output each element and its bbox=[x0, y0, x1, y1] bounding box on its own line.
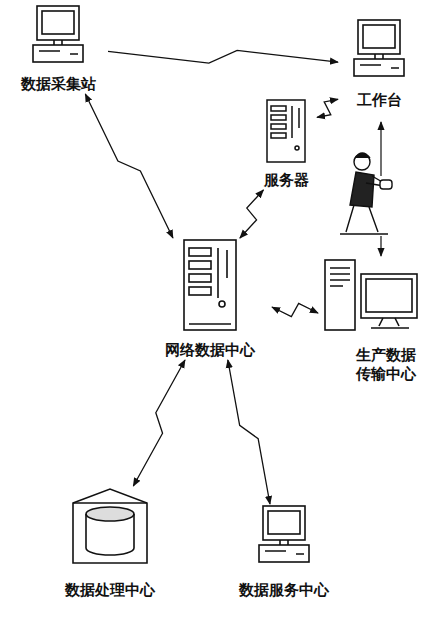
network-data-center: 网络数据中心 bbox=[148, 238, 272, 360]
node-label: 数据采集站 bbox=[8, 75, 108, 94]
node-label: 工作台 bbox=[338, 91, 420, 110]
operator-figure bbox=[340, 153, 392, 234]
leader-arrow bbox=[380, 122, 381, 176]
data-station: 数据采集站 bbox=[8, 4, 108, 94]
workstation: 工作台 bbox=[338, 18, 420, 110]
device-icon bbox=[30, 4, 86, 66]
node-label: 网络数据中心 bbox=[148, 341, 272, 360]
network-link bbox=[85, 94, 173, 238]
device-icon bbox=[181, 238, 239, 336]
node-label: 生产数据 传输中心 bbox=[348, 346, 424, 384]
network-link bbox=[228, 360, 270, 504]
device-icon bbox=[264, 98, 308, 166]
processing-center: 数据处理中心 bbox=[42, 486, 178, 600]
production-transfer-center: 生产数据 传输中心 bbox=[318, 256, 426, 384]
network-link bbox=[133, 360, 185, 486]
node-label: 服务器 bbox=[255, 171, 317, 190]
network-link bbox=[240, 190, 264, 238]
device-icon bbox=[321, 256, 423, 334]
device-icon bbox=[351, 18, 407, 80]
device-icon bbox=[70, 486, 150, 566]
service-center: 数据服务中心 bbox=[222, 504, 346, 600]
node-label: 数据处理中心 bbox=[42, 581, 178, 600]
network-link bbox=[108, 50, 338, 63]
node-label: 数据服务中心 bbox=[222, 581, 346, 600]
network-link bbox=[317, 99, 338, 117]
network-link bbox=[272, 303, 318, 316]
server-unit: 服务器 bbox=[255, 98, 317, 190]
leader-arrow bbox=[380, 236, 381, 256]
device-icon bbox=[256, 504, 312, 566]
